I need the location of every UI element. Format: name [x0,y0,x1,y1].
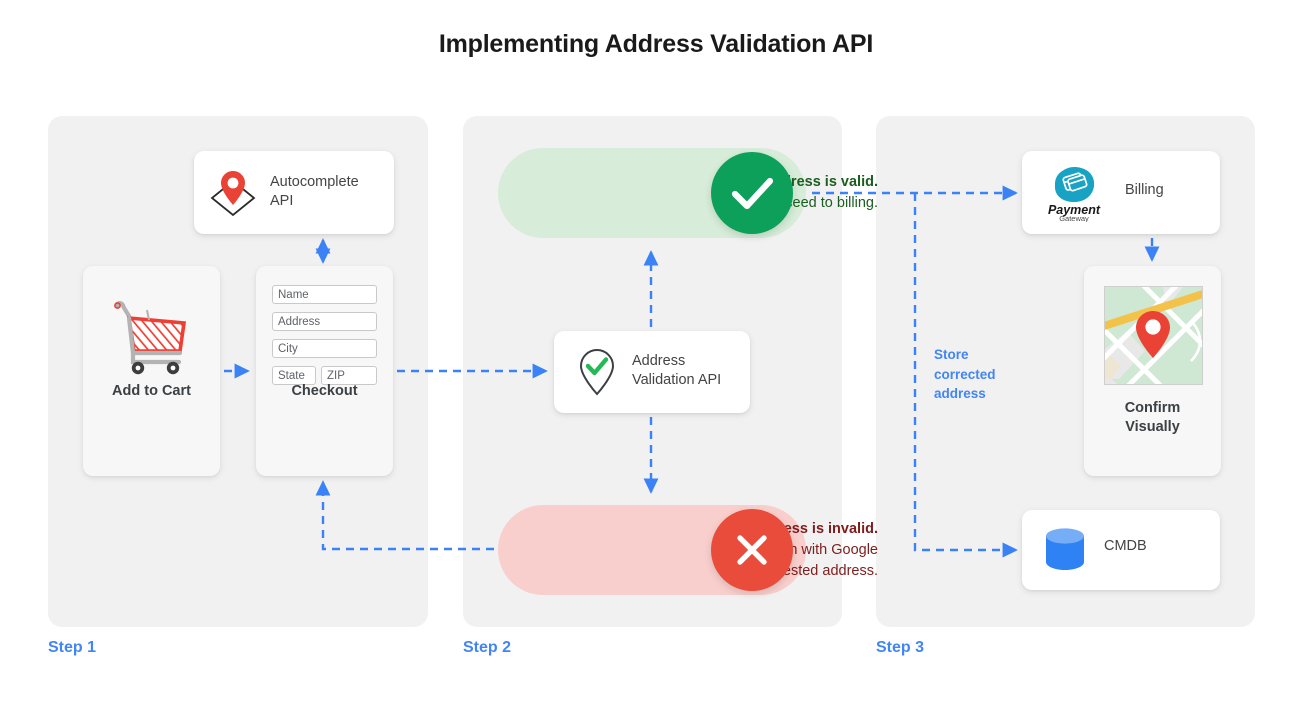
cmdb-label: CMDB [1104,538,1147,554]
step-label-1: Step 1 [48,639,97,656]
x-circle-icon [711,509,793,591]
address-invalid-text: Address is invalid. Return with Google s… [749,521,878,579]
checkout-card[interactable]: Name Address City State ZIP Checkout [256,266,393,476]
add-to-cart-card[interactable]: Add to Cart [83,266,220,476]
city-field[interactable]: City [272,339,377,358]
step-label-2: Step 2 [463,639,512,656]
address-validation-api-card[interactable]: Address Validation API [554,331,750,413]
svg-text:Payment: Payment [1048,203,1101,217]
shopping-cart-icon [111,296,193,376]
step-label-3: Step 3 [876,639,925,656]
billing-label: Billing [1125,182,1164,198]
billing-card[interactable]: Payment Gateway Billing [1022,151,1220,234]
autocomplete-api-label: Autocomplete API [270,174,359,209]
map-pin-diamond-icon [207,167,259,219]
address-field[interactable]: Address [272,312,377,331]
database-icon [1040,526,1090,574]
address-valid-text: Address is valid. Proceed to billing. [762,174,878,211]
address-validation-api-label: Address Validation API [632,353,722,388]
store-corrected-address-note: Store corrected address [934,347,996,401]
add-to-cart-label: Add to Cart [112,383,191,399]
check-circle-icon [711,152,793,234]
pin-check-icon [572,347,622,397]
state-field[interactable]: State [272,366,316,385]
page-title: Implementing Address Validation API [438,30,874,58]
cmdb-card[interactable]: CMDB [1022,510,1220,590]
zip-field[interactable]: ZIP [321,366,377,385]
name-field[interactable]: Name [272,285,377,304]
autocomplete-api-card[interactable]: Autocomplete API [194,151,394,234]
confirm-visually-label: Confirm Visually [1124,400,1181,435]
confirm-visually-card[interactable]: Confirm Visually [1084,266,1221,476]
map-thumbnail-icon [1104,286,1203,385]
payment-gateway-icon: Payment Gateway [1036,164,1112,223]
checkout-label: Checkout [291,383,358,399]
svg-text:Gateway: Gateway [1059,214,1089,222]
